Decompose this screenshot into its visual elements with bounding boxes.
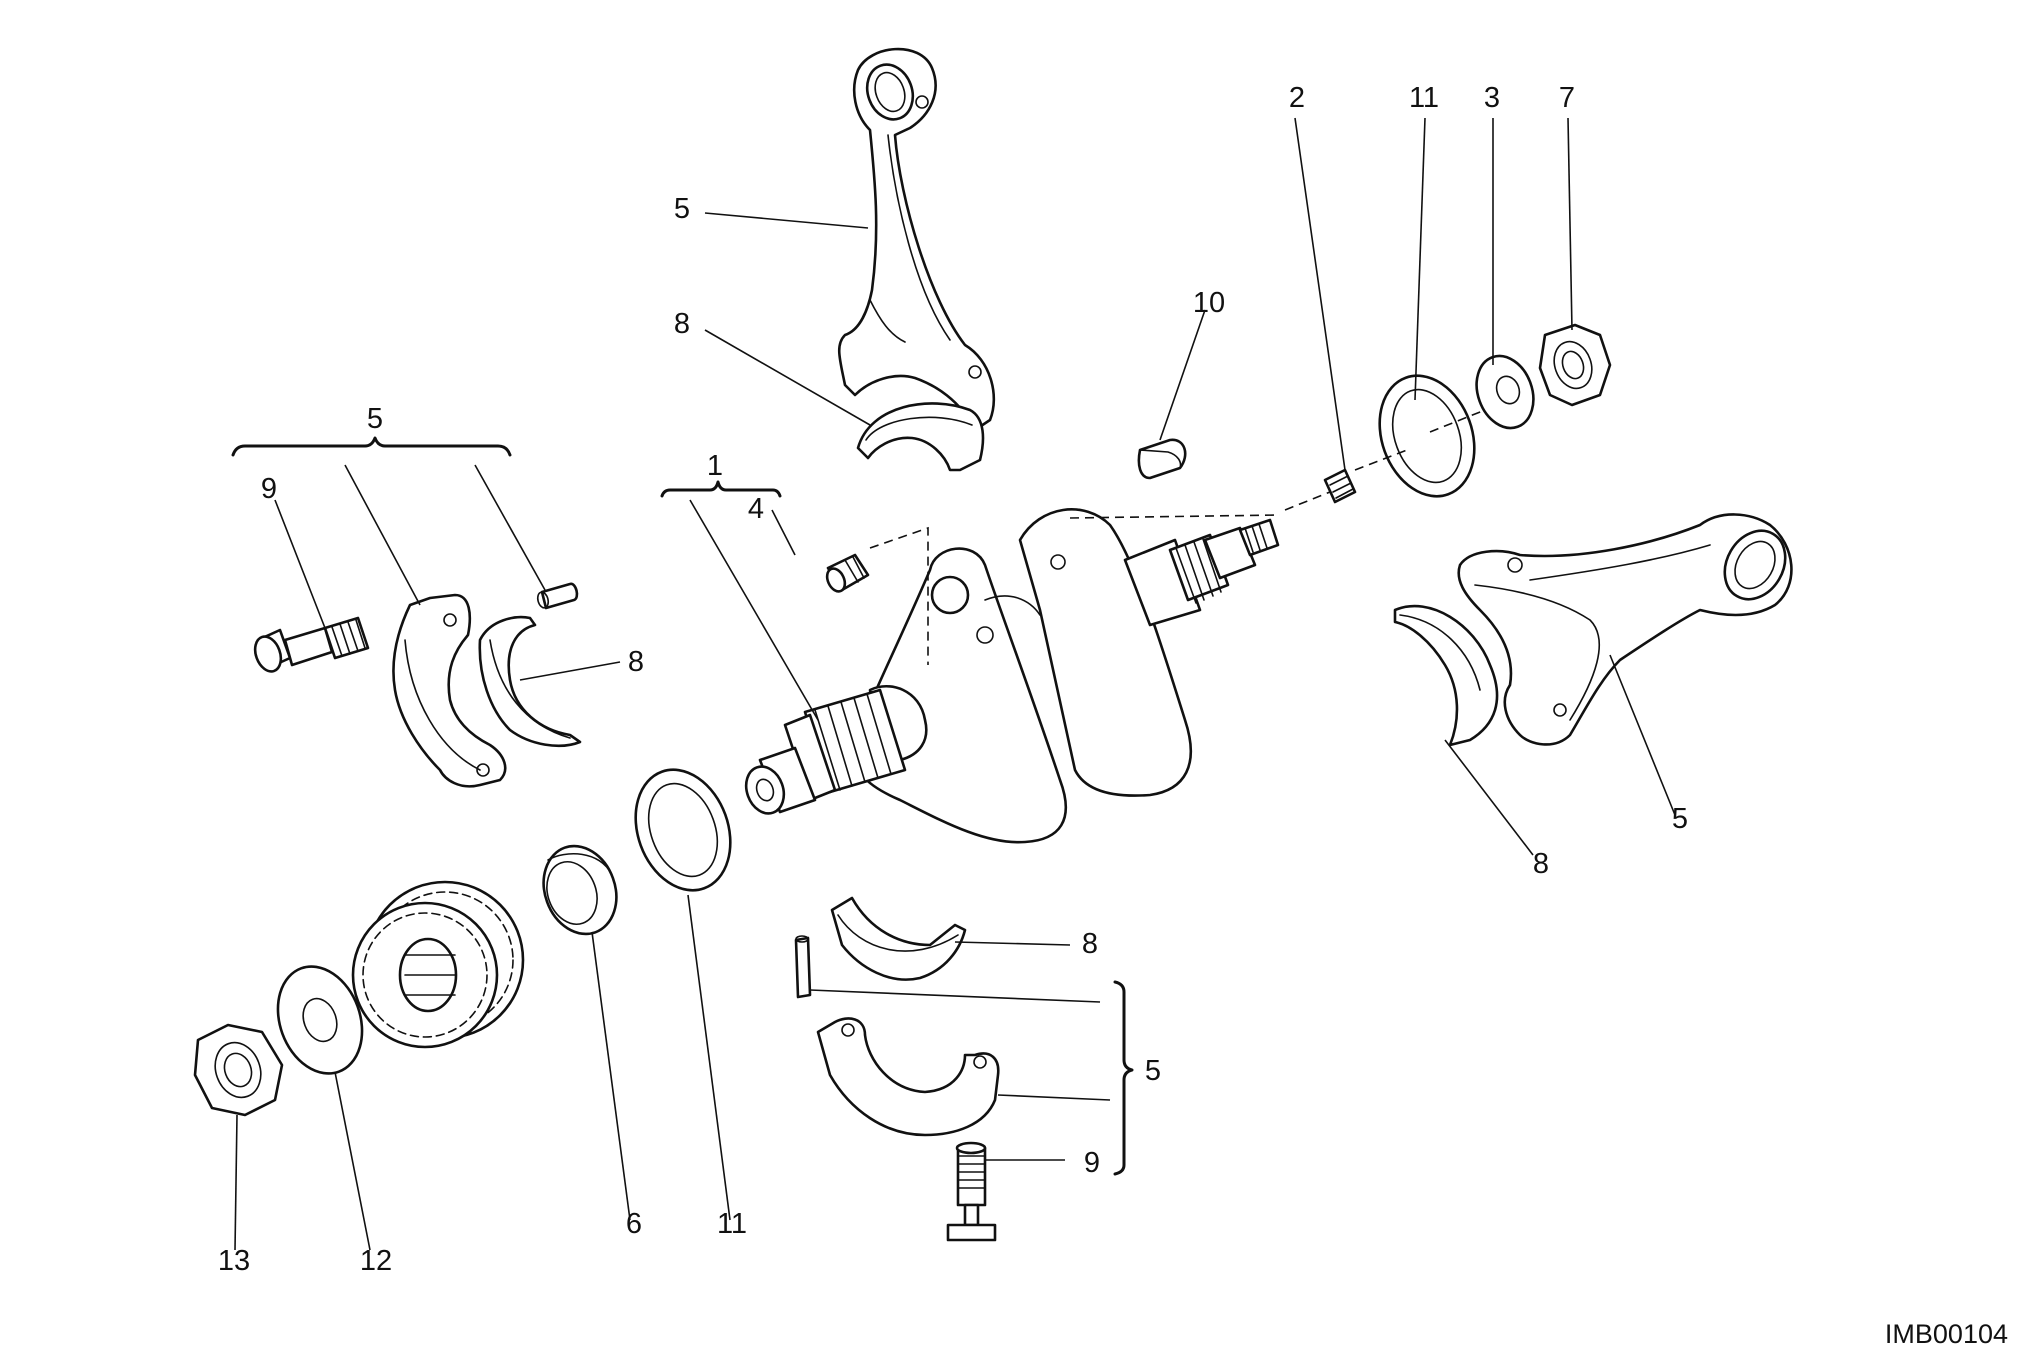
callout-8-top: 8	[674, 308, 690, 340]
nut-13[interactable]	[193, 1023, 284, 1117]
gear[interactable]	[351, 880, 525, 1049]
plug-4[interactable]	[824, 553, 870, 594]
bearing-shell-top[interactable]	[856, 402, 985, 472]
nut-6[interactable]	[1538, 323, 1612, 407]
callout-8-bottom: 8	[1082, 928, 1098, 960]
dowel-pin-bottom[interactable]	[794, 935, 812, 999]
connecting-rod-top[interactable]	[837, 47, 996, 432]
thrust-washer-left[interactable]	[620, 756, 747, 903]
washer-3[interactable]	[1467, 348, 1543, 436]
ring-7[interactable]	[532, 836, 629, 945]
callout-8-left: 8	[628, 646, 644, 678]
bearing-shell-right[interactable]	[1393, 604, 1499, 747]
bearing-cap-bottom[interactable]	[816, 1017, 1000, 1137]
callout-10: 10	[1193, 287, 1225, 319]
crankshaft[interactable]	[740, 508, 1280, 844]
diagram-code: IMB00104	[1885, 1319, 2008, 1349]
callout-3: 3	[1484, 82, 1500, 114]
callout-5-bottom: 5	[1145, 1055, 1161, 1087]
bearing-cap-left[interactable]	[392, 593, 507, 788]
callout-13: 13	[218, 1245, 250, 1277]
callout-1: 1	[707, 450, 723, 482]
woodruff-key[interactable]	[1137, 438, 1187, 480]
callout-8-right: 8	[1533, 848, 1549, 880]
bolt-bottom[interactable]	[946, 1141, 997, 1242]
callout-11-bottom: 11	[717, 1208, 747, 1240]
callout-6: 7	[1559, 82, 1575, 114]
connecting-rod-right[interactable]	[1457, 513, 1798, 746]
callout-11-top: 11	[1409, 82, 1439, 114]
grub-screw[interactable]	[1323, 468, 1357, 504]
callout-4: 4	[748, 493, 764, 525]
callout-5-right: 5	[1672, 803, 1688, 835]
callout-9-left: 9	[261, 473, 277, 505]
leader-lines	[234, 117, 1676, 1251]
callout-5-top: 5	[674, 193, 690, 225]
lock-washer-12[interactable]	[264, 955, 377, 1086]
callout-9-bottom: 9	[1084, 1147, 1100, 1179]
dowel-pin-left[interactable]	[536, 582, 579, 610]
callout-7: 6	[626, 1208, 642, 1240]
bearing-shell-bottom[interactable]	[830, 896, 967, 981]
callout-5-left: 5	[367, 403, 383, 435]
callout-2: 2	[1289, 82, 1305, 114]
bearing-shell-left[interactable]	[478, 615, 582, 748]
callout-12: 12	[360, 1245, 392, 1277]
bolt-left[interactable]	[251, 616, 370, 675]
thrust-washer-right[interactable]	[1364, 362, 1491, 509]
